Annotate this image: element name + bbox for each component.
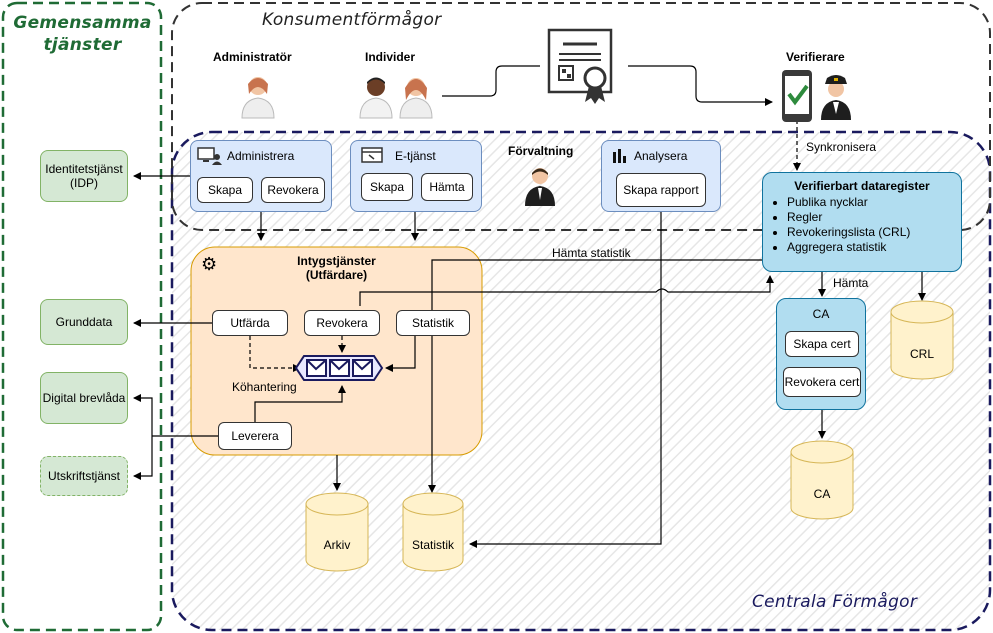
idp-service[interactable]: Identitetstjänst (IDP): [40, 150, 128, 202]
create-report-label: Skapa rapport: [623, 183, 699, 197]
issuer-statistics-label: Statistik: [411, 316, 454, 330]
print-label: Utskriftstjänst: [47, 469, 120, 483]
etjanst-fetch-label: Hämta: [429, 180, 465, 194]
analysera-panel: Analysera Skapa rapport: [601, 140, 721, 212]
central-capabilities-title: Centrala Förmågor: [752, 592, 918, 612]
ca-database: [790, 440, 854, 520]
issue-button[interactable]: Utfärda: [212, 310, 288, 336]
bar-chart-icon: [613, 149, 626, 163]
registry-title: Verifierbart dataregister: [794, 179, 930, 193]
base-data-service[interactable]: Grunddata: [40, 299, 128, 345]
queue-label: Köhantering: [232, 380, 297, 394]
verifiable-registry-panel: Verifierbart dataregister Publika nyckla…: [762, 172, 962, 272]
ca-db-label: CA: [813, 487, 831, 501]
etjanst-create-label: Skapa: [369, 180, 405, 194]
fetch-edge-label: Hämta: [833, 276, 869, 290]
issuer-title-line2: (Utfärdare): [305, 268, 368, 282]
crl-db-label: CRL: [909, 347, 934, 361]
consumer-capabilities-group: [171, 2, 991, 231]
computer-user-icon: [197, 147, 222, 165]
etjanst-fetch-button[interactable]: Hämta: [421, 173, 473, 201]
issuer-statistics-button[interactable]: Statistik: [396, 310, 470, 336]
administrera-create-label: Skapa: [207, 183, 243, 197]
deliver-button[interactable]: Leverera: [218, 422, 292, 450]
ca-title: CA: [812, 307, 830, 321]
crl-database: [890, 300, 954, 380]
sync-edge-label: Synkronisera: [806, 140, 877, 154]
registry-item: Regler: [787, 210, 910, 225]
create-report-button[interactable]: Skapa rapport: [616, 173, 706, 207]
statistics-db-label: Statistik: [411, 538, 454, 552]
fetch-stats-edge-label: Hämta statistik: [552, 246, 631, 260]
registry-list: Publika nycklar Regler Revokeringslista …: [767, 195, 910, 255]
etjanst-panel: E-tjänst Skapa Hämta: [350, 140, 482, 212]
consumer-capabilities-title: Konsumentförmågor: [262, 10, 442, 30]
analysera-title: Analysera: [634, 149, 688, 163]
administrera-title: Administrera: [227, 149, 295, 163]
create-cert-label: Skapa cert: [793, 337, 851, 351]
archive-db-label: Arkiv: [323, 538, 351, 552]
shared-services-title: Gemensamma tjänster: [13, 13, 152, 55]
admin-label: Administratör: [213, 50, 292, 64]
deliver-label: Leverera: [231, 429, 279, 443]
issuer-revoke-label: Revokera: [316, 316, 368, 330]
base-data-label: Grunddata: [55, 315, 113, 329]
etjanst-create-button[interactable]: Skapa: [361, 173, 413, 201]
browser-window-icon: [361, 147, 383, 163]
issuer-title-line1: Intygstjänster: [297, 254, 376, 268]
print-service[interactable]: Utskriftstjänst: [40, 456, 128, 496]
gear-icon: ⚙: [201, 254, 218, 274]
create-cert-button[interactable]: Skapa cert: [785, 331, 859, 357]
statistics-database: [402, 492, 464, 572]
management-label: Förvaltning: [508, 144, 574, 158]
administrera-revoke-label: Revokera: [267, 183, 319, 197]
verifier-label: Verifierare: [786, 50, 845, 64]
revoke-cert-button[interactable]: Revokera cert: [783, 367, 861, 397]
mailbox-service[interactable]: Digital brevlåda: [40, 372, 128, 424]
ca-panel: CA Skapa cert Revokera cert: [776, 298, 866, 410]
administrera-create-button[interactable]: Skapa: [197, 177, 253, 203]
administrera-revoke-button[interactable]: Revokera: [261, 177, 325, 203]
individuals-label: Individer: [365, 50, 416, 64]
idp-label: Identitetstjänst (IDP): [45, 162, 123, 190]
etjanst-title: E-tjänst: [395, 149, 436, 163]
registry-item: Revokeringslista (CRL): [787, 225, 910, 240]
mailbox-label: Digital brevlåda: [42, 391, 126, 405]
registry-item: Aggregera statistik: [787, 240, 910, 255]
revoke-cert-label: Revokera cert: [784, 374, 860, 389]
registry-item: Publika nycklar: [787, 195, 910, 210]
issue-label: Utfärda: [230, 316, 270, 330]
administrera-panel: Administrera Skapa Revokera: [190, 140, 332, 212]
issuer-revoke-button[interactable]: Revokera: [304, 310, 380, 336]
archive-database: [305, 492, 369, 572]
